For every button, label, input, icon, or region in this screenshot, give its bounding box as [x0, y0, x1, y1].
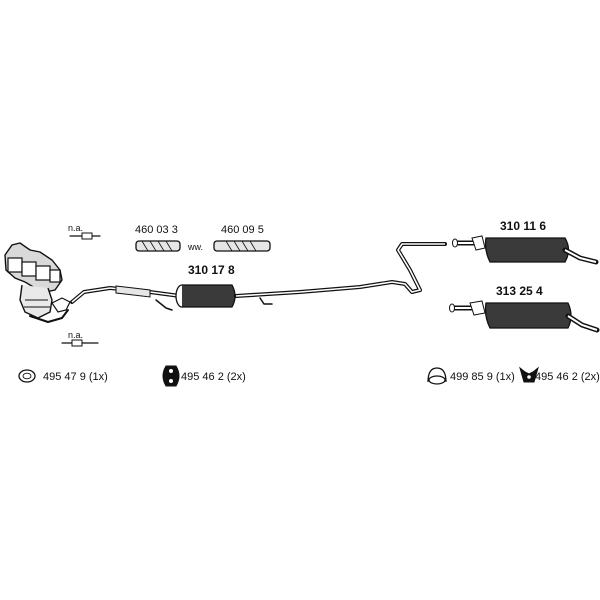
- accessory-hanger-right: 495 46 2 (2x): [519, 366, 600, 383]
- rear-muffler-1: 310 11 6: [452, 219, 599, 265]
- oxygen-sensor-bottom: n.a.: [61, 330, 99, 347]
- sealing-ring-icon: [427, 367, 447, 385]
- flex-separator: ww.: [187, 242, 203, 252]
- rear-muffler-2: 313 25 4: [449, 284, 600, 333]
- rear-muffler-1-label: 310 11 6: [500, 219, 546, 233]
- ring-right-label: 499 85 9 (1x): [450, 371, 515, 383]
- na-label-top: n.a.: [68, 223, 83, 233]
- sealing-ring-icon: [18, 369, 36, 383]
- flex-pipe-2: 460 09 5: [213, 224, 271, 252]
- rubber-hanger-icon: [519, 366, 539, 383]
- hanger-left-label: 495 46 2 (2x): [181, 371, 246, 383]
- flex-pipe-1-label: 460 03 3: [135, 224, 178, 236]
- middle-muffler-label: 310 17 8: [188, 263, 235, 277]
- hanger-right-label: 495 46 2 (2x): [535, 371, 600, 383]
- middle-pipe-assembly: 310 17 8: [70, 242, 447, 311]
- rubber-hanger-icon: [162, 365, 180, 387]
- ring-left-label: 495 47 9 (1x): [43, 371, 108, 383]
- flex-pipe-1: 460 03 3: [135, 224, 181, 252]
- oxygen-sensor-top: n.a.: [68, 223, 101, 240]
- flex-pipe-2-label: 460 09 5: [221, 224, 264, 236]
- rear-muffler-2-label: 313 25 4: [496, 284, 543, 298]
- accessory-ring-right: 499 85 9 (1x): [427, 367, 515, 385]
- accessory-ring-left: 495 47 9 (1x): [18, 369, 108, 383]
- exhaust-manifold: [4, 242, 71, 323]
- na-label-bottom: n.a.: [68, 330, 83, 340]
- accessory-hanger-left: 495 46 2 (2x): [162, 365, 246, 387]
